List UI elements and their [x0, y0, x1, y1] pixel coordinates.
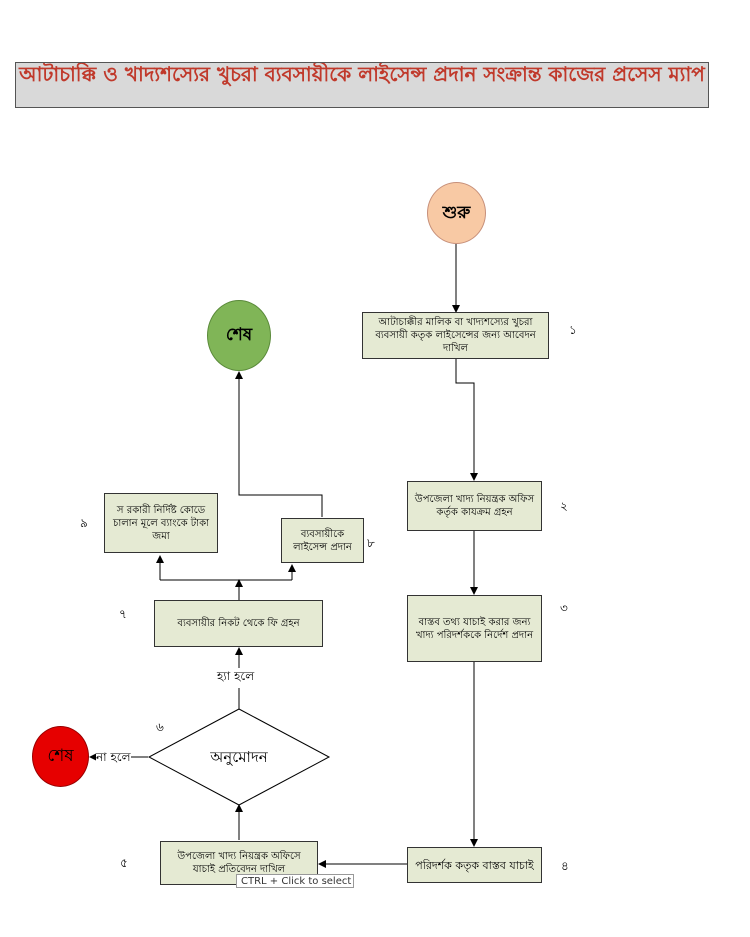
reject-end-node: শেষ	[32, 726, 89, 787]
page-title: আটাচাক্কি ও খাদ্যশস্যের খুচরা ব্যবসায়ীক…	[15, 62, 709, 108]
step-8-number: ৮	[367, 536, 375, 550]
end-node: শেষ	[207, 300, 271, 371]
step-8-box: ব্যবসায়ীকে লাইসেন্স প্রদান	[281, 518, 364, 563]
decision-label: অনুমোদন	[210, 747, 268, 766]
step-4-box: পরিদর্শক কতৃক বাস্তব যাচাই	[407, 847, 542, 883]
step-2-number: ২	[560, 499, 568, 513]
arrow-step8-to-end	[235, 371, 323, 517]
step-1-number: ১	[569, 323, 577, 337]
step-7-number: ৭	[119, 607, 127, 621]
step-6-number: ৬	[156, 720, 164, 734]
step-1-box: আটাচাক্কীর মালিক বা খাদ্যশস্যের খুচরা ব্…	[362, 312, 549, 359]
step-4-number: ৪	[561, 859, 569, 873]
no-label: না হলে	[96, 749, 131, 769]
step-3-number: ৩	[560, 601, 568, 615]
step-2-box: উপজেলা খাদ্য নিয়ন্ত্রক অফিস কর্তৃক কাযক…	[407, 481, 542, 531]
step-3-box: বাস্তব তথ্য যাচাই করার জন্য খাদ্য পরিদর্…	[407, 595, 542, 662]
arrow-step1-to-step2	[455, 358, 478, 481]
step-5-number: ৫	[120, 856, 128, 870]
step-9-box: স রকারী নির্দিষ্ট কোডে চালান মূলে ব্যাংক…	[104, 493, 218, 553]
decision-diamond	[147, 708, 331, 806]
start-node: শুরু	[427, 182, 486, 244]
tooltip: CTRL + Click to select k	[236, 874, 354, 888]
step-7-box: ব্যবসায়ীর নিকট থেকে ফি গ্রহন	[154, 600, 323, 647]
step-9-number: ৯	[80, 516, 88, 530]
yes-label: হ্যা হলে	[217, 668, 255, 688]
